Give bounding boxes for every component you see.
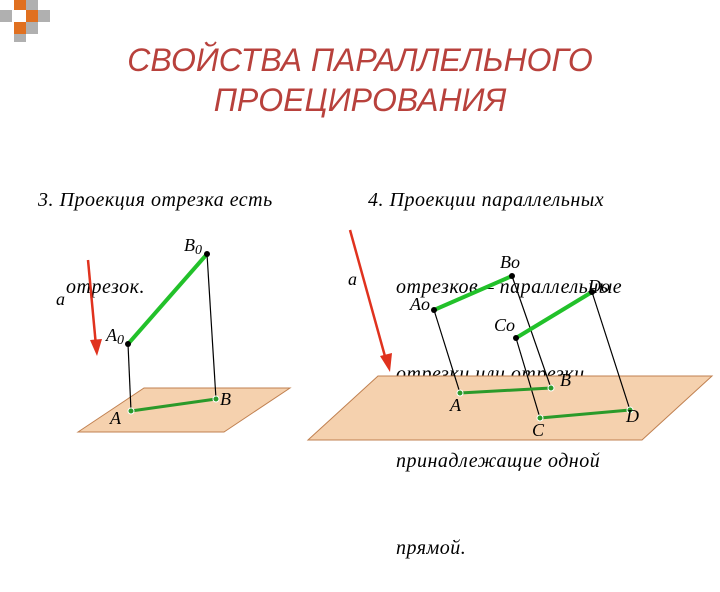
label-b0-main: B (184, 235, 195, 255)
label-b0-right: Bo (500, 252, 520, 272)
title-line-1: СВОЙСТВА ПАРАЛЛЕЛЬНОГО (127, 42, 593, 78)
property-4-line-4: принадлежащие одной (396, 450, 601, 472)
label-d0-right: Do (587, 276, 610, 296)
direction-arrow-right (348, 229, 388, 361)
label-a0-main: A (105, 325, 118, 345)
label-a-right: A (449, 395, 462, 415)
projecting-line-b0 (511, 275, 552, 389)
point-b-right (547, 384, 555, 392)
projection-plane-right (306, 375, 714, 441)
label-a0-sub: 0 (117, 333, 124, 348)
point-a0 (125, 341, 131, 347)
property-3-text: 3. Проекция отрезка есть отрезок. (38, 128, 273, 331)
point-b0-right (509, 273, 515, 279)
deco-square (0, 10, 12, 22)
deco-square (26, 10, 38, 22)
point-a (127, 407, 135, 415)
point-c-right (536, 414, 544, 422)
right-diagram: a Ao Bo Co Do A B C D (306, 229, 714, 441)
deco-square (14, 22, 26, 34)
projecting-line-b (206, 253, 217, 400)
segment-cd-projection-right (539, 408, 631, 420)
direction-arrow-left (86, 259, 98, 347)
label-c-right: C (532, 420, 545, 440)
slide-title: СВОЙСТВА ПАРАЛЛЕЛЬНОГО ПРОЕЦИРОВАНИЯ (60, 40, 660, 120)
label-direction-a-right: a (348, 269, 357, 289)
deco-square (26, 22, 38, 34)
title-line-2: ПРОЕЦИРОВАНИЯ (213, 82, 507, 118)
deco-square (14, 0, 26, 10)
projecting-line-a0 (433, 309, 461, 394)
label-b0-left: B0 (184, 235, 202, 258)
projecting-line-d0 (591, 291, 631, 411)
arrow-head-left (90, 339, 102, 356)
arrow-head-right (380, 353, 392, 372)
point-b0 (204, 251, 210, 257)
property-3-line-1: 3. Проекция отрезка есть (38, 189, 273, 211)
label-b-right: B (560, 370, 571, 390)
label-a0-left: A0 (105, 325, 124, 348)
segment-a0b0 (126, 252, 209, 346)
projection-diagrams: a A0 B0 A B a Ao Bo (56, 229, 714, 441)
label-a-left: A (109, 408, 122, 428)
point-d0-right (589, 289, 595, 295)
segment-c0d0-right (514, 290, 594, 340)
segment-a0b0-right (433, 274, 513, 312)
label-direction-a-left: a (56, 289, 65, 309)
projecting-line-c0 (515, 337, 541, 419)
label-a0-right: Ao (409, 294, 430, 314)
projecting-line-a (127, 343, 132, 412)
deco-square (14, 34, 26, 42)
label-b0-sub: 0 (195, 243, 202, 258)
property-3-line-2: отрезок. (66, 276, 145, 298)
label-c0-right: Co (494, 315, 515, 335)
deco-square (26, 0, 38, 10)
point-a-right (456, 389, 464, 397)
segment-ab-projection (130, 397, 217, 413)
property-4-line-1: 4. Проекции параллельных (368, 189, 605, 211)
point-a0-right (431, 307, 437, 313)
point-b (212, 395, 220, 403)
label-d-right: D (625, 406, 639, 426)
label-b-left: B (220, 389, 231, 409)
point-d-right (626, 406, 634, 414)
deco-square (38, 10, 50, 22)
left-diagram: a A0 B0 A B (56, 235, 292, 433)
segment-ab-projection-right (459, 386, 552, 395)
point-c0-right (513, 335, 519, 341)
